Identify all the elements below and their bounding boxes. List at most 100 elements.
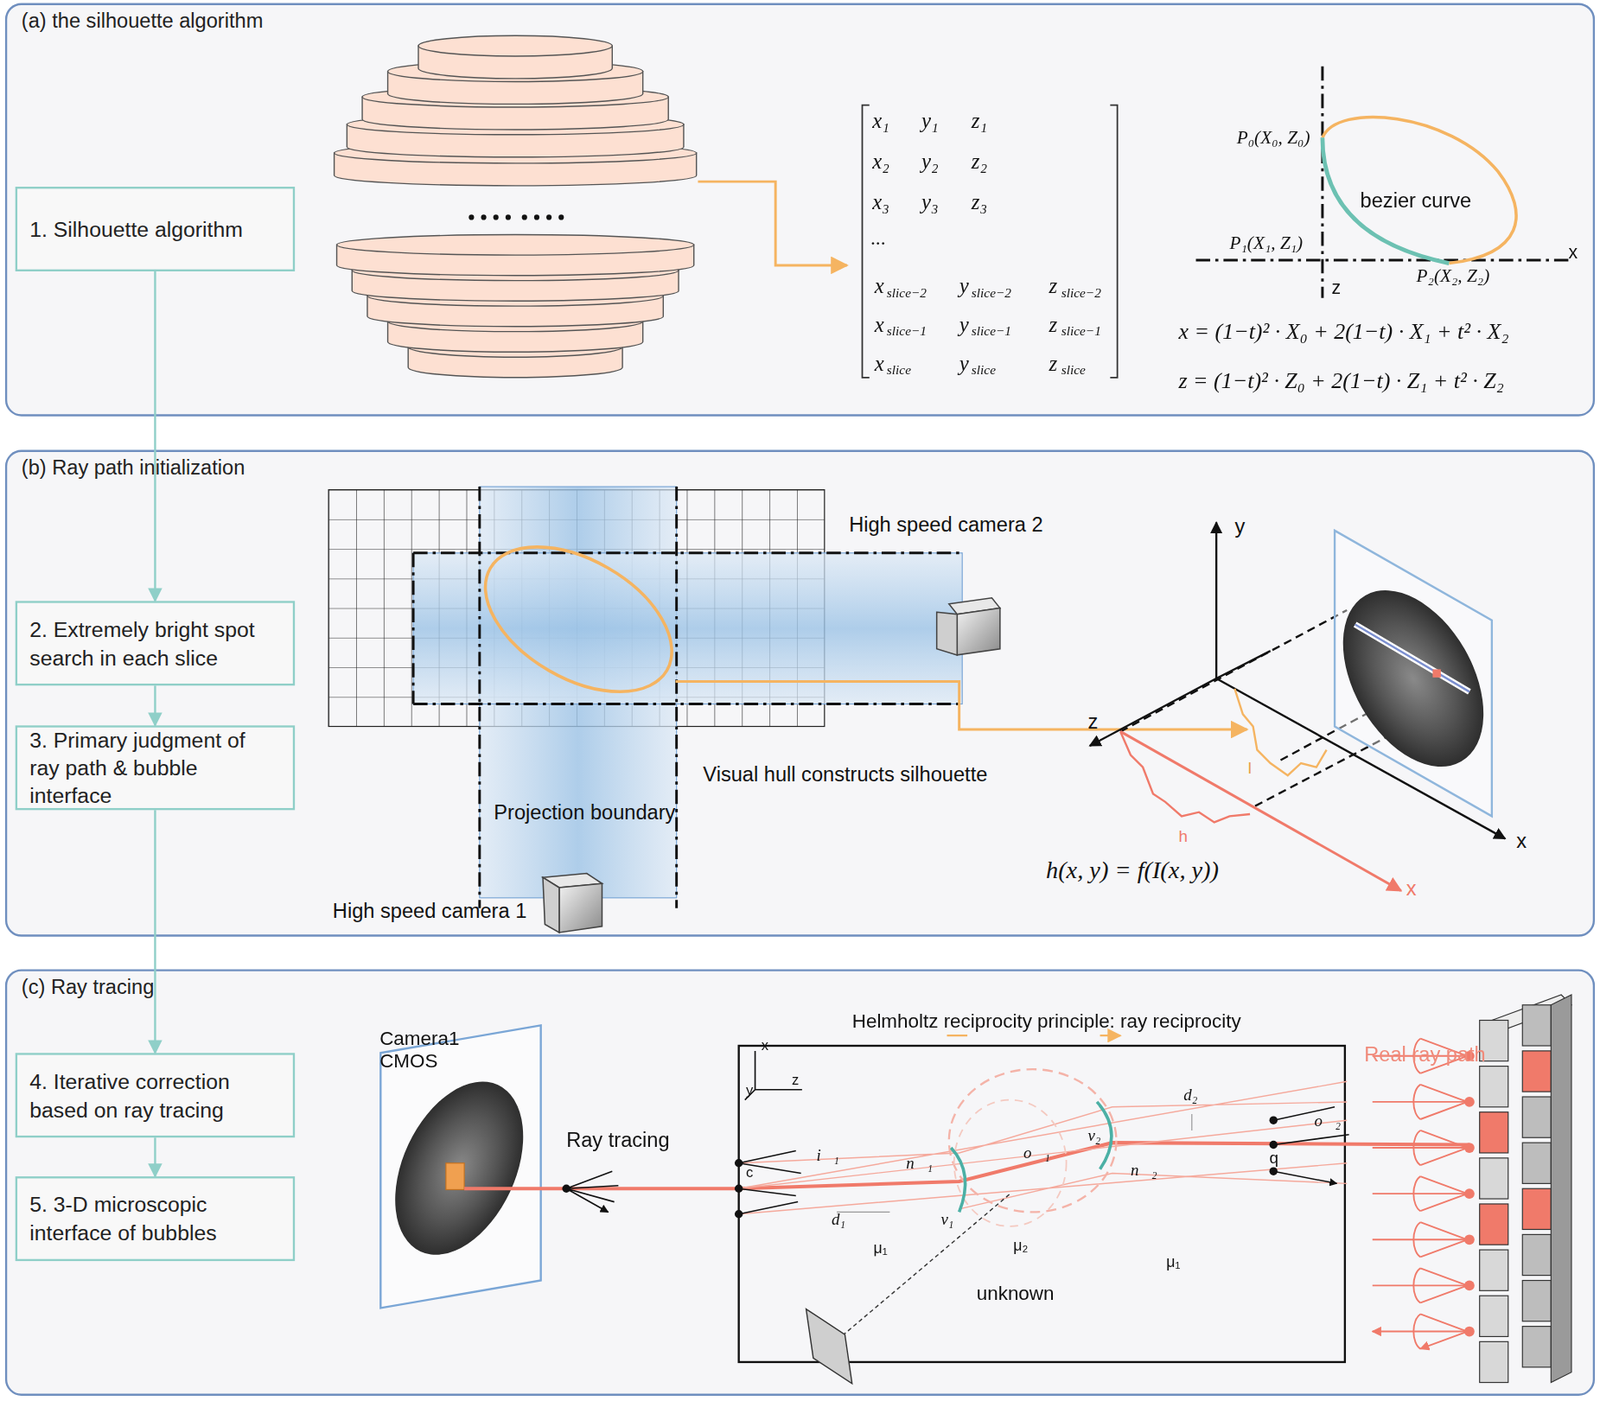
camera-icon-part — [542, 877, 560, 933]
visual-hull-grid-part — [479, 486, 677, 909]
camera-sensor-part — [369, 1061, 549, 1275]
visual-hull-grid-part — [460, 516, 697, 722]
panel-title: (a) the silhouette algorithm — [21, 9, 264, 33]
ellipsis-dots-part — [480, 214, 486, 220]
point-marker-part — [1269, 1141, 1278, 1149]
light-source-array-part — [1479, 1066, 1509, 1108]
figure-label: z — [1087, 710, 1098, 734]
process-box: 3. Primary judgment of ray path & bubble… — [15, 725, 295, 810]
light-source-array-part — [1522, 1326, 1551, 1368]
light-source-array-part — [1479, 1249, 1509, 1291]
figure-label: slice−1 — [886, 324, 927, 340]
figure-label: l — [1248, 758, 1252, 778]
figure-label: bezier curve — [1360, 188, 1473, 212]
figure-label: h — [1178, 827, 1188, 847]
figure-label: slice — [886, 363, 912, 379]
camera-icon-part — [937, 611, 958, 656]
light-source-array-part — [1522, 1005, 1551, 1046]
figure-label: x — [1406, 877, 1417, 901]
figure-label: x — [761, 1036, 769, 1053]
panel-band: (a) the silhouette algorithm 1. Silhouett… — [5, 3, 1595, 417]
figure-label: μ₁ — [1166, 1253, 1180, 1271]
step-text: 4. Iterative correction based on ray tra… — [29, 1067, 281, 1123]
figure-label: Real ray path — [1364, 1042, 1486, 1066]
image-plane-part — [1355, 624, 1470, 692]
figure-label: x — [874, 312, 885, 337]
step-text: 5. 3-D microscopic interface of bubbles — [29, 1191, 281, 1247]
light-source-array-part — [1479, 1204, 1509, 1245]
figure-label: i⃗₁ — [815, 1147, 840, 1167]
panel-title: (b) Ray path initialization — [21, 456, 246, 480]
figure-label: y₃ — [921, 190, 939, 215]
figure-label: n⃗₁ — [905, 1153, 933, 1173]
step-text: 1. Silhouette algorithm — [29, 215, 243, 243]
figure-label: ... — [870, 226, 887, 250]
light-source-array-part — [1479, 1112, 1509, 1154]
light-source-array-part — [1522, 1234, 1551, 1275]
emitter-dot-part — [1464, 1326, 1475, 1338]
panel-title: (c) Ray tracing — [21, 975, 154, 1000]
figure-label: z — [791, 1071, 799, 1089]
figure-label: q — [1269, 1148, 1280, 1168]
step-text: 3. Primary judgment of ray path & bubble… — [29, 726, 281, 810]
figure-label: Helmholtz reciprocity principle: ray rec… — [852, 1010, 1242, 1033]
figure-label: n⃗₂ — [1130, 1160, 1158, 1180]
process-box: 1. Silhouette algorithm — [15, 186, 295, 272]
point-marker-part — [734, 1159, 743, 1167]
figure-label: y — [1234, 515, 1245, 539]
figure-label: P₁(X₁, Z₁) — [1229, 232, 1303, 254]
figure-label: z — [1049, 312, 1059, 337]
light-source-array-part — [1479, 1295, 1509, 1337]
figure-label: y — [959, 273, 969, 298]
emitter-dot-part — [1464, 1281, 1475, 1292]
emitter-dot-part — [1464, 1142, 1475, 1154]
figure-label: d₂ — [1183, 1085, 1198, 1105]
figure-label: slice−1 — [1061, 324, 1102, 340]
camera-sensor-part — [446, 1163, 465, 1191]
ellipsis-dots-part — [468, 214, 474, 220]
light-source-array-part — [1550, 994, 1572, 1384]
camera-sensor — [369, 1025, 549, 1308]
figure-label: slice−2 — [1061, 286, 1102, 302]
figure-label: Visual hull constructs silhouette — [702, 763, 988, 787]
figure-label: o⃗₁ — [1023, 1143, 1051, 1163]
light-source-array-part — [1479, 1341, 1509, 1383]
figure-label: v₁ — [940, 1210, 954, 1230]
figure-label: z — [1049, 273, 1059, 298]
figure-label: y₂ — [921, 148, 939, 173]
figure-label: y — [959, 312, 969, 337]
emitter-dot-part — [1464, 1096, 1475, 1108]
figure-label: x — [874, 273, 885, 298]
point-marker-part — [1269, 1166, 1278, 1175]
slice-stack-part — [337, 235, 695, 256]
light-source-array-part — [1522, 1051, 1551, 1092]
point-marker-part — [1269, 1115, 1278, 1124]
figure-label: x — [1516, 829, 1527, 854]
figure-label: μ₁ — [873, 1238, 887, 1256]
figure-label: unknown — [976, 1282, 1055, 1306]
figure-label: slice−2 — [886, 286, 927, 302]
light-source-array-part — [1522, 1096, 1551, 1138]
ellipsis-dots-part — [534, 214, 540, 220]
figure-label: y — [745, 1081, 753, 1098]
figure-label: h(x, y) = f(I(x, y)) — [1045, 857, 1219, 887]
figure-label: d₁ — [831, 1210, 846, 1230]
figure-label: x₃ — [872, 190, 890, 215]
figure-label: Camera1 CMOS — [379, 1027, 472, 1073]
camera-icon-part — [956, 608, 1001, 656]
image-plane-part — [1355, 624, 1470, 692]
figure-label: z₃ — [971, 190, 988, 215]
ray-path-part — [464, 1186, 740, 1191]
light-source-array-part — [1522, 1281, 1551, 1322]
figure-label: z — [1049, 350, 1059, 376]
figure-label: y — [959, 350, 969, 376]
process-box: 5. 3-D microscopic interface of bubbles — [15, 1176, 295, 1262]
figure-label: z₂ — [971, 148, 988, 173]
figure-label: v₂ — [1087, 1126, 1101, 1146]
slice-stack-part — [418, 35, 612, 57]
figure-label: slice−1 — [971, 324, 1012, 340]
ellipsis-dots-part — [558, 214, 564, 220]
ellipsis-dots-part — [505, 214, 511, 220]
